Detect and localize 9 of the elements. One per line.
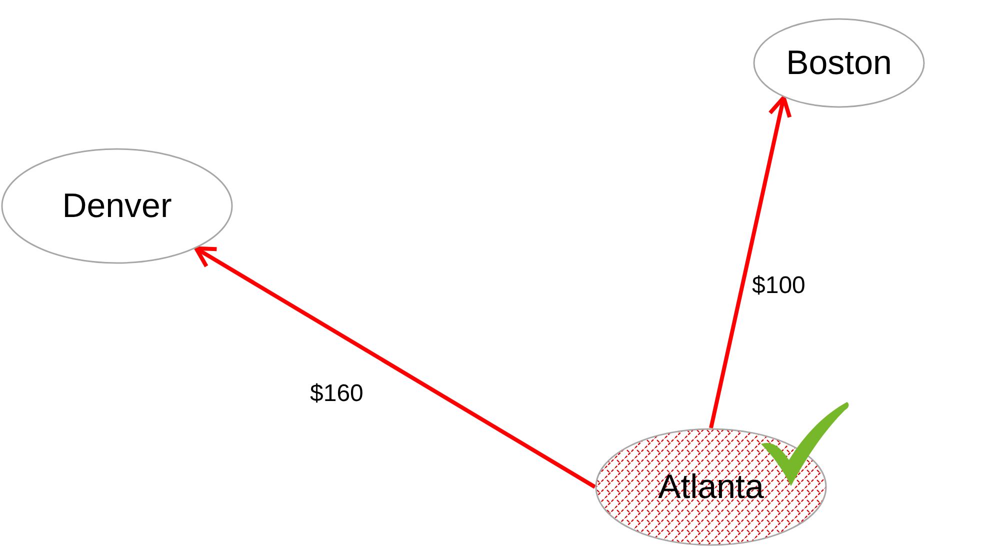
edge-label: $100 (752, 272, 806, 300)
city-name: Boston (786, 44, 892, 82)
arrow (709, 95, 792, 428)
city-ellipse (595, 428, 827, 546)
city-ellipse (753, 18, 925, 108)
edge-label: $160 (310, 380, 364, 408)
arrow (194, 246, 596, 489)
city-ellipse (1, 148, 233, 264)
city-name: Denver (62, 186, 172, 226)
